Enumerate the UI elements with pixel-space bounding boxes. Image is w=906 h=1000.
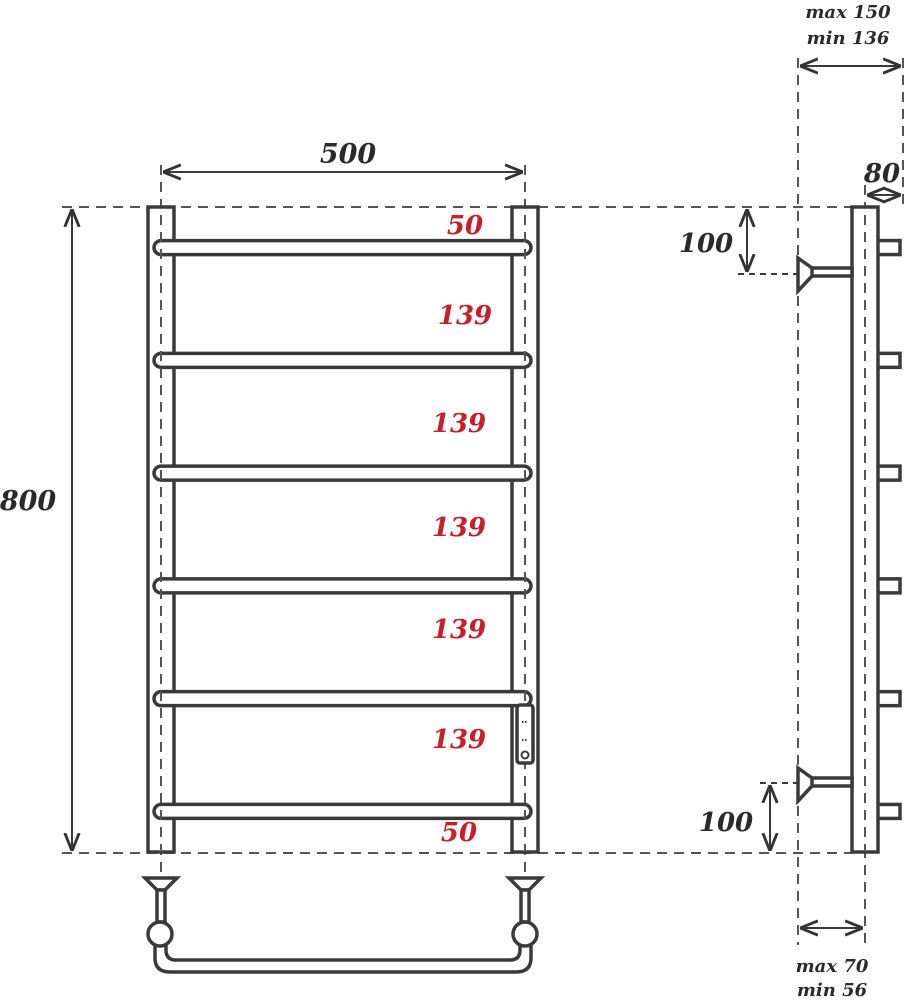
rung — [152, 689, 533, 708]
rungs — [152, 238, 533, 821]
wall-distance-max: max 150 — [805, 2, 891, 23]
rung — [152, 238, 533, 257]
spacing-label: 139 — [432, 513, 486, 543]
spacing-labels: 50 139 139 139 139 139 50 — [432, 211, 492, 848]
rung — [152, 802, 533, 821]
bottom-bracket-offset: 100 — [699, 808, 753, 838]
spacing-label: 139 — [432, 725, 486, 755]
bracket-depth-max: max 70 — [796, 956, 869, 977]
spacing-label: 139 — [432, 409, 486, 439]
spacing-label: 139 — [438, 301, 492, 331]
top-bracket-offset: 100 — [679, 229, 733, 259]
spacing-label: 50 — [447, 211, 483, 241]
wall-distance-min: min 136 — [807, 28, 890, 49]
spacing-label: 50 — [441, 818, 477, 848]
wall-bracket-bottom — [796, 764, 854, 806]
side-view — [738, 205, 902, 854]
control-unit — [515, 703, 535, 765]
depth-label: 80 — [863, 159, 900, 189]
width-label: 500 — [320, 139, 377, 170]
spacing-label: 139 — [432, 615, 486, 645]
rung — [152, 577, 533, 595]
rung — [152, 351, 533, 370]
wall-bracket-top — [796, 254, 854, 296]
bottom-view — [140, 876, 546, 974]
height-label: 800 — [0, 486, 56, 517]
front-view — [140, 205, 546, 974]
bracket-depth-min: min 56 — [797, 980, 868, 1000]
rung — [152, 464, 533, 482]
